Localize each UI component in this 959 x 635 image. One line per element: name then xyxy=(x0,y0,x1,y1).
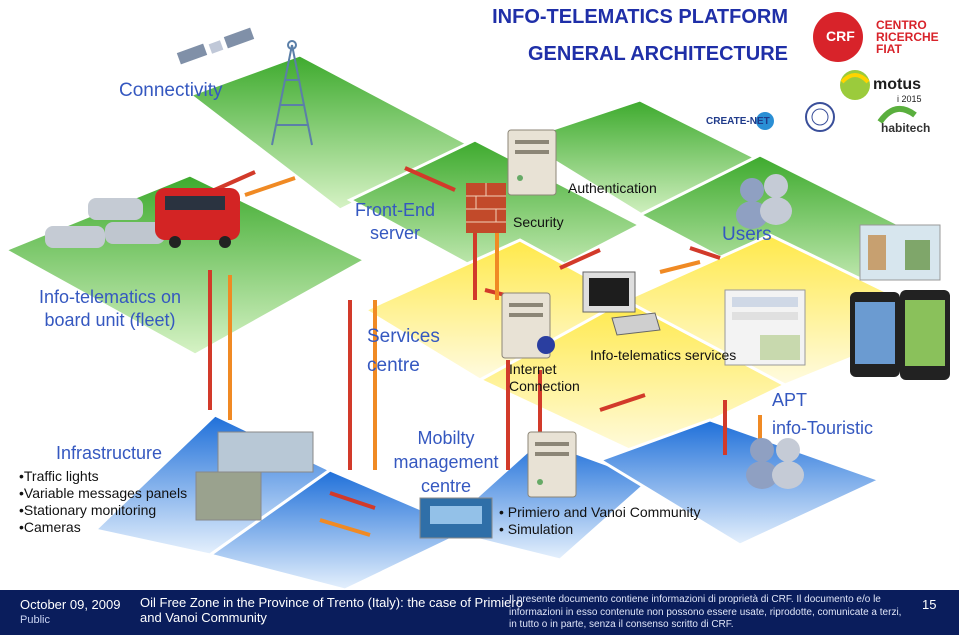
infrastructure-photos-image xyxy=(195,431,314,521)
footer-date: October 09, 2009 xyxy=(20,597,121,612)
list-item: •Stationary monitoring xyxy=(19,502,157,518)
list-item: •Variable messages panels xyxy=(19,485,188,501)
crf-logo-text: CENTRO RICERCHE FIAT xyxy=(876,18,939,56)
create-net-logo: CREATE-NET xyxy=(706,116,770,127)
motus-logo-mark xyxy=(840,70,870,100)
mobility-server-icon xyxy=(527,431,577,498)
community-list: • Primiero and Vanoi Community • Simulat… xyxy=(499,504,701,538)
security-label: Security xyxy=(513,214,564,230)
internet-server-icon xyxy=(501,292,555,359)
info-telematics-services-label: Info-telematics services xyxy=(590,347,737,363)
services-centre-label: Services centre xyxy=(367,326,440,376)
infrastructure-list: •Traffic lights •Variable messages panel… xyxy=(19,468,187,536)
antenna-tower-icon xyxy=(271,40,313,146)
users-label: Users xyxy=(722,224,772,245)
services-screens-image xyxy=(724,289,806,366)
onboard-unit-label: Info-telematics on board unit (fleet) xyxy=(38,287,182,330)
slide-footer: October 09, 2009 Public Oil Free Zone in… xyxy=(0,590,959,635)
list-item: •Cameras xyxy=(19,519,81,535)
workstation-icon xyxy=(582,271,661,336)
vehicles-icon xyxy=(45,188,240,248)
apt-users-group-icon xyxy=(746,438,804,489)
footer-disclaimer: Il presente documento contiene informazi… xyxy=(509,594,902,630)
infrastructure-title: Infrastructure xyxy=(56,443,163,463)
auth-server-icon xyxy=(507,129,557,196)
motus-year: i 2015 xyxy=(897,94,922,104)
crf-logo-mark: CRF xyxy=(826,28,855,44)
control-room-image xyxy=(419,497,493,539)
crf-logo xyxy=(813,12,863,62)
list-item: • Simulation xyxy=(499,521,574,537)
slide-title-line1: INFO-TELEMATICS PLATFORM xyxy=(492,6,788,28)
satellite-icon xyxy=(176,27,255,65)
page-number: 15 xyxy=(922,597,937,612)
list-item: • Primiero and Vanoi Community xyxy=(499,504,701,520)
front-end-server-label: Front-End server xyxy=(354,200,436,243)
tourism-photos-image xyxy=(859,224,941,281)
footer-description: Oil Free Zone in the Province of Trento … xyxy=(140,595,523,625)
university-seal-logo xyxy=(805,102,835,132)
apt-info-touristic-label: APT info-Touristic xyxy=(772,390,874,438)
firewall-icon xyxy=(466,183,506,233)
motus-logo: motus xyxy=(873,76,921,93)
habitech-logo-mark xyxy=(877,105,917,124)
footer-classification: Public xyxy=(20,614,50,626)
architecture-diagram xyxy=(5,12,950,590)
habitech-logo: habitech xyxy=(881,121,931,135)
users-group-icon xyxy=(736,174,792,229)
authentication-label: Authentication xyxy=(568,180,657,196)
slide-title-line2: GENERAL ARCHITECTURE xyxy=(527,43,788,65)
internet-connection-label: Internet Connection xyxy=(509,361,580,394)
connectivity-label: Connectivity xyxy=(119,80,223,101)
smartphones-image xyxy=(850,290,950,380)
create-net-logo-mark xyxy=(756,112,774,130)
list-item: •Traffic lights xyxy=(19,468,99,484)
mobility-centre-label: Mobilty management centre xyxy=(393,428,499,496)
